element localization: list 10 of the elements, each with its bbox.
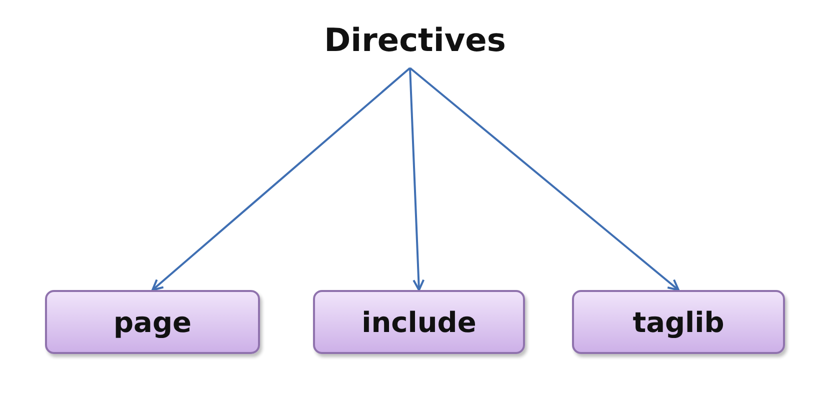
arrow <box>409 68 425 291</box>
process-box <box>45 290 260 354</box>
box-label: page <box>114 306 192 338</box>
arrow <box>409 67 680 291</box>
heading-label: Directives <box>324 21 506 59</box>
process-box <box>313 290 525 354</box>
process-box <box>572 290 785 354</box>
arrow <box>152 67 411 291</box>
box-label: taglib <box>632 306 724 338</box>
box-label: include <box>362 306 476 338</box>
